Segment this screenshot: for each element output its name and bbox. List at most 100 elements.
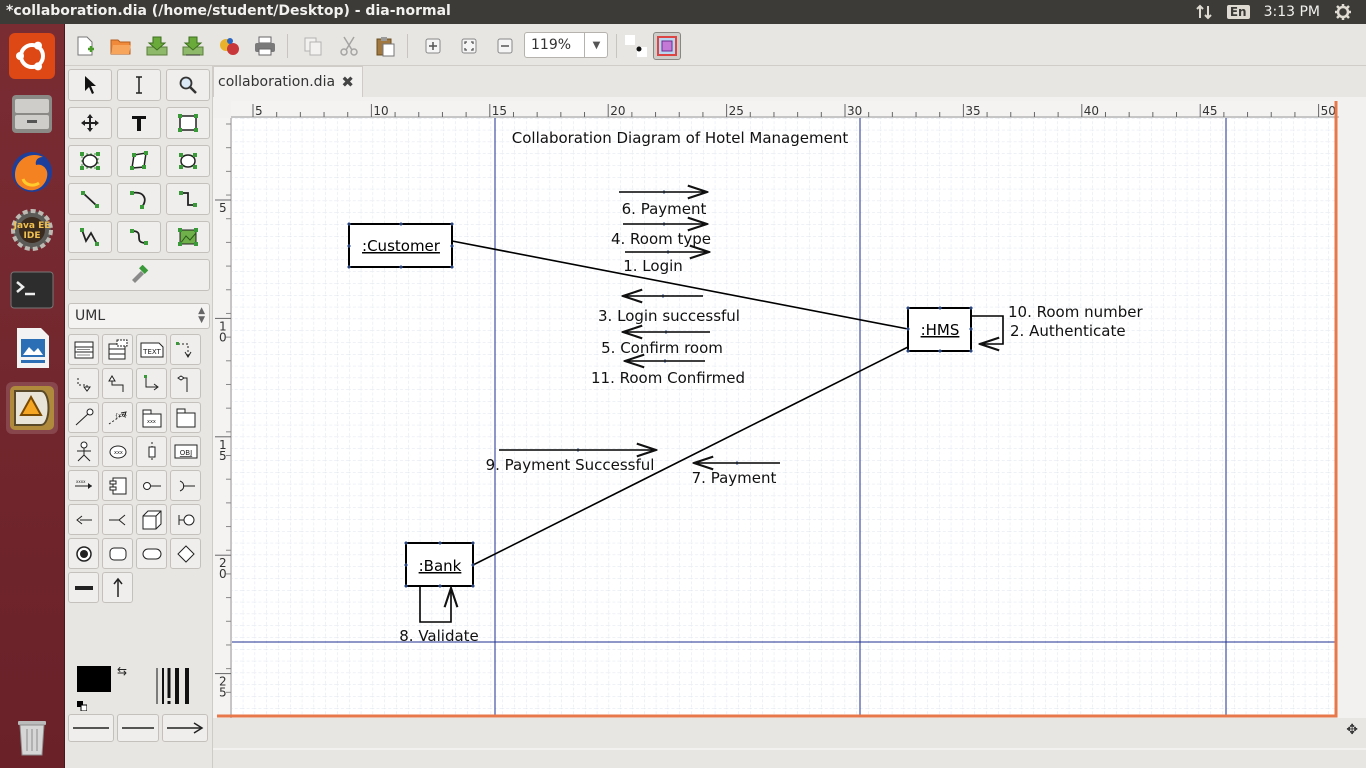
end-arrow-selector[interactable]	[162, 714, 208, 742]
swap-colors-icon[interactable]: ⇆	[117, 664, 128, 678]
ubuntu-dash-button[interactable]	[6, 30, 58, 82]
tab-collaboration[interactable]: collaboration.dia ✖	[213, 66, 363, 97]
uml-small-package-tool[interactable]: xxx	[136, 402, 167, 433]
line-width-selector[interactable]	[153, 666, 197, 706]
uml-state-tool[interactable]	[102, 538, 133, 569]
line-tool[interactable]	[68, 183, 112, 215]
msg-paymentsuccess[interactable]: 9. Payment Successful	[486, 456, 655, 474]
box-tool[interactable]	[166, 107, 210, 139]
dia-launcher-button[interactable]	[6, 382, 58, 434]
object-customer[interactable]: :Customer	[348, 223, 453, 268]
image-tool[interactable]	[166, 221, 210, 253]
paste-button[interactable]	[371, 32, 399, 60]
foreground-color-swatch[interactable]	[77, 666, 111, 692]
snap-to-objects-toggle[interactable]	[653, 32, 681, 60]
close-tab-icon[interactable]: ✖	[341, 73, 354, 91]
zoom-dropdown-arrow[interactable]: ▼	[584, 32, 608, 58]
start-arrow-selector[interactable]	[68, 714, 114, 742]
java-ee-ide-launcher-button[interactable]: Java EE IDE	[6, 204, 58, 256]
beziergon-tool[interactable]	[166, 145, 210, 177]
clock[interactable]: 3:13 PM	[1263, 4, 1320, 20]
uml-note-tool[interactable]: TEXT	[136, 334, 167, 365]
zoom-level-field[interactable]: 119%	[524, 32, 608, 58]
terminal-launcher-button[interactable]	[6, 264, 58, 316]
sheet-selector[interactable]: UML ▲▼	[68, 303, 210, 329]
modify-tool[interactable]	[68, 69, 112, 101]
new-diagram-button[interactable]	[71, 32, 99, 60]
msg-payment7[interactable]: 7. Payment	[692, 469, 777, 487]
print-button[interactable]	[251, 32, 279, 60]
bezierline-tool[interactable]	[117, 221, 161, 253]
msg-payment6[interactable]: 6. Payment	[622, 200, 707, 218]
msg-roomnumber[interactable]: 10. Room number	[1008, 303, 1143, 321]
msg-authenticate[interactable]: 2. Authenticate	[1010, 322, 1126, 340]
ellipse-tool[interactable]	[68, 145, 112, 177]
polyline-tool[interactable]	[68, 221, 112, 253]
selfloop-bank[interactable]	[419, 586, 451, 623]
zoom-out-button[interactable]	[491, 32, 519, 60]
uml-object-tool[interactable]: OBJ	[170, 436, 201, 467]
uml-transition-tool[interactable]	[102, 572, 133, 603]
msg-loginsuccess[interactable]: 3. Login successful	[598, 307, 740, 325]
line-style-selector[interactable]	[117, 714, 159, 742]
polygon-tool[interactable]	[117, 145, 161, 177]
uml-fork-tool[interactable]	[68, 572, 99, 603]
zigzagline-tool[interactable]	[166, 183, 210, 215]
keyboard-indicator[interactable]: En	[1226, 5, 1250, 19]
uml-template-class-tool[interactable]	[102, 334, 133, 365]
msg-roomtype[interactable]: 4. Room type	[611, 230, 711, 248]
arc-tool[interactable]	[117, 183, 161, 215]
object-bank[interactable]: :Bank	[405, 542, 474, 587]
export-button[interactable]	[215, 32, 243, 60]
trash-launcher-button[interactable]	[6, 710, 58, 762]
network-icon[interactable]	[1195, 3, 1213, 21]
diagram-title[interactable]: Collaboration Diagram of Hotel Managemen…	[512, 129, 849, 147]
uml-association-tool[interactable]	[136, 368, 167, 399]
magnify-tool[interactable]	[166, 69, 210, 101]
copy-button[interactable]	[299, 32, 327, 60]
zoom-in-button[interactable]	[419, 32, 447, 60]
msg-roomconfirmed[interactable]: 11. Room Confirmed	[591, 369, 745, 387]
uml-constraint-tool[interactable]: {xx}	[102, 402, 133, 433]
selfloop-hms[interactable]	[971, 315, 1004, 344]
save-as-button[interactable]	[179, 32, 207, 60]
uml-final-state-tool[interactable]	[68, 538, 99, 569]
open-button[interactable]	[107, 32, 135, 60]
files-launcher-button[interactable]	[6, 88, 58, 140]
save-button[interactable]	[143, 32, 171, 60]
msg-login[interactable]: 1. Login	[623, 257, 683, 275]
link-customer-hms[interactable]	[451, 240, 909, 330]
uml-usecase-tool[interactable]: xxx	[102, 436, 133, 467]
uml-node-tool[interactable]	[136, 504, 167, 535]
settings-gear-icon[interactable]	[1334, 3, 1352, 21]
uml-realizes-tool[interactable]	[68, 368, 99, 399]
uml-branch-tool[interactable]	[170, 538, 201, 569]
object-hms[interactable]: :HMS	[907, 307, 972, 352]
snap-to-grid-toggle[interactable]	[622, 32, 650, 60]
outline-tool[interactable]	[68, 259, 210, 291]
uml-component-tool[interactable]	[102, 470, 133, 501]
uml-message-tool[interactable]: xxxx	[68, 470, 99, 501]
msg-validate[interactable]: 8. Validate	[399, 627, 479, 645]
uml-socket-tool[interactable]	[102, 504, 133, 535]
uml-classicon-tool[interactable]	[170, 504, 201, 535]
horizontal-scroll-strip[interactable]: ✥	[213, 718, 1366, 748]
zoom-fit-button[interactable]	[455, 32, 483, 60]
uml-activity-tool[interactable]	[136, 538, 167, 569]
uml-large-package-tool[interactable]	[170, 402, 201, 433]
navigator-icon[interactable]: ✥	[1346, 722, 1358, 738]
msg-confirmroom[interactable]: 5. Confirm room	[601, 339, 723, 357]
link-bank-hms[interactable]	[472, 346, 909, 566]
text-tool[interactable]	[117, 107, 161, 139]
scroll-tool[interactable]	[68, 107, 112, 139]
uml-aggregation-tool[interactable]	[170, 368, 201, 399]
uml-component-feature-tool[interactable]	[136, 470, 167, 501]
cut-button[interactable]	[335, 32, 363, 60]
firefox-launcher-button[interactable]	[6, 146, 58, 198]
uml-actor-tool[interactable]	[68, 436, 99, 467]
uml-port-tool[interactable]	[68, 504, 99, 535]
text-edit-tool[interactable]	[117, 69, 161, 101]
uml-required-interface-tool[interactable]	[170, 470, 201, 501]
uml-lifeline-tool[interactable]	[136, 436, 167, 467]
